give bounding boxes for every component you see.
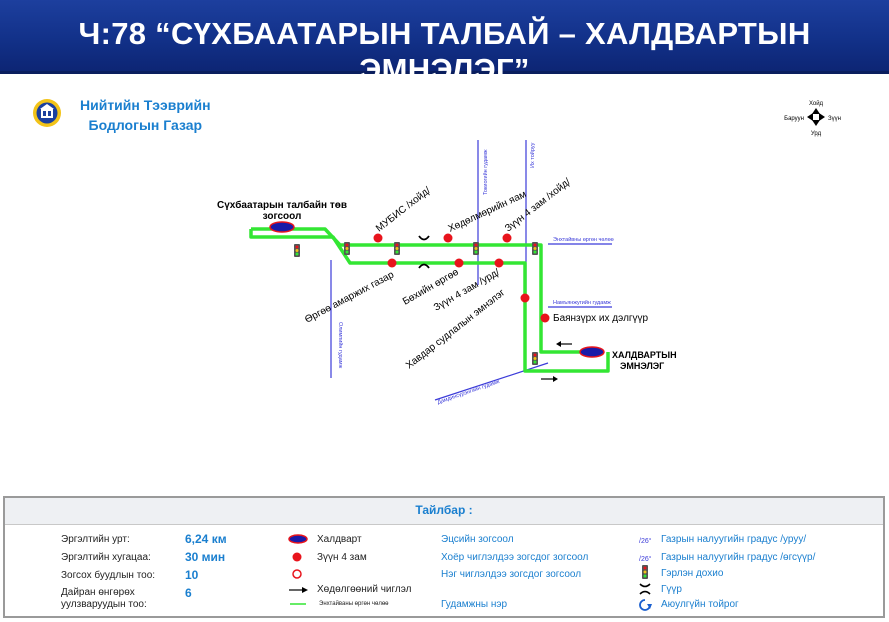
street-line-damdinsuren: [434, 362, 549, 401]
legend-stop-label: Зүүн 4 зам: [317, 552, 367, 563]
stop-label-urgee: Өргөө амаржих газар: [303, 269, 396, 325]
stop-marker-zuun4-north: [502, 233, 512, 243]
route-line-south: [249, 229, 610, 373]
street-label-enkh-taivan: Энхтайвны өргөн чөлөө: [553, 236, 614, 243]
terminal-end-label-line1: ХАЛДВАРТЫН: [612, 350, 677, 360]
direction-arrow-icon: [556, 341, 572, 347]
route-title: Ч:78 “СҮХБААТАРЫН ТАЛБАЙ – ХАЛДВАРТЫН ЭМ…: [78, 16, 811, 87]
stop-marker-bayanzurkh: [540, 313, 550, 323]
bridge-icon: [418, 235, 430, 269]
traffic-light-icon: [294, 244, 300, 257]
street-label-damdinsuren: Дамдинсүрэнгийн гудамж: [436, 378, 500, 406]
stop-marker-mubis: [373, 233, 383, 243]
slope-down-icon: /26°: [639, 555, 651, 563]
terminal-end-icon: [579, 346, 605, 358]
agency-name: Нийтийн Тээврийн Бодлогын Газар: [80, 95, 211, 135]
legend-slope-down-label: Газрын налуугийн градус /өгсүүр/: [661, 552, 816, 563]
terminal-start-label-line2: зогсоол: [263, 211, 302, 222]
legend-one-way-label: Нэг чиглэлдээ зогсдог зогсоол: [441, 569, 582, 580]
traffic-light-icon: [344, 242, 350, 255]
compass-south: Урд: [811, 131, 822, 137]
terminal-start-icon: [269, 221, 295, 233]
street-label-tokyo: Токиогийн гудамж: [482, 149, 489, 195]
legend-end-stop-label: Эцсийн зогсоол: [441, 534, 514, 545]
legend-street-name-label: Гудамжны нэр: [441, 599, 508, 610]
stat-length-value: 6,24 км: [185, 532, 227, 546]
compass-west: Баруун: [784, 116, 804, 122]
stat-intersections-label-line1: Дайран өнгөрөх: [61, 587, 135, 598]
slope-up-icon: /26°: [639, 537, 651, 545]
legend-direction-arrow-icon: [289, 587, 308, 593]
stat-duration-value: 30 мин: [185, 550, 226, 564]
stat-intersections-value: 6: [185, 586, 192, 600]
legend-hollow-stop-icon: [292, 569, 302, 579]
street-label-namyanju: Намъянжугийн гудамж: [553, 299, 611, 306]
terminal-end-label-line2: ЭМНЭЛЭГ: [620, 361, 664, 371]
stat-intersections-label-line2: уулзваруудын тоо:: [61, 599, 147, 610]
direction-arrow-icon: [541, 376, 558, 382]
street-label-ikh-toiruu: Их тойруу: [529, 142, 536, 168]
legend-route-line-icon: [290, 603, 306, 605]
stop-marker-khavdar: [520, 293, 530, 303]
stop-marker-urgee: [387, 258, 397, 268]
legend-terminal-label: Халдварт: [317, 534, 362, 545]
legend-slope-up-label: Газрын налуугийн градус /уруу/: [661, 534, 807, 545]
traffic-light-icon: [473, 242, 479, 255]
stat-length-label: Эргэлтийн урт:: [61, 534, 130, 545]
legend-route-line-label: Энхтайваны өргөн чөлөө: [319, 601, 389, 607]
stat-stops-label: Зогсох буудлын тоо:: [61, 570, 156, 581]
compass-north: Хойд: [809, 100, 824, 107]
traffic-light-icon: [532, 352, 538, 365]
route-map: Хойд Урд Баруун Зүүн: [217, 100, 841, 406]
stop-marker-bekhiin: [454, 258, 464, 268]
legend-traffic-light-icon: [642, 565, 648, 579]
legend-terminal-icon: [288, 534, 308, 544]
legend-safe-turn-label: Аюулгүйн тойрог: [661, 599, 739, 610]
legend-stop-icon: [292, 552, 302, 562]
terminal-start-label-line1: Сүхбаатарын талбайн төв: [217, 199, 347, 211]
svg-text:/26°: /26°: [639, 537, 651, 545]
legend-panel: Тайлбар : Эргэлтийн урт: 6,24 км Эргэлти…: [3, 496, 885, 618]
title-bar: Ч:78 “СҮХБААТАРЫН ТАЛБАЙ – ХАЛДВАРТЫН ЭМ…: [0, 0, 889, 87]
safe-turn-icon: [639, 599, 652, 611]
agency-name-line1: Нийтийн Тээврийн: [80, 97, 211, 113]
stop-marker-hudulmur: [443, 233, 453, 243]
agency-name-line2: Бодлогын Газар: [88, 117, 203, 133]
legend-two-way-label: Хоёр чиглэлдээ зогсдог зогсоол: [441, 552, 589, 563]
legend-direction-label: Хөдөлгөөний чиглэл: [317, 584, 412, 595]
stat-stops-value: 10: [185, 568, 199, 582]
legend-title: Тайлбар :: [415, 503, 473, 517]
legend-bridge-label: Гүүр: [661, 584, 682, 595]
street-label-olimp: Олимпийн гудамж: [337, 322, 344, 369]
stat-duration-label: Эргэлтийн хугацаа:: [61, 552, 151, 563]
legend-header: Тайлбар :: [5, 498, 883, 525]
compass-icon: Хойд Урд Баруун Зүүн: [784, 100, 841, 137]
legend-bridge-icon: [639, 583, 651, 595]
legend-traffic-light-label: Гэрлэн дохио: [661, 568, 724, 579]
route-line-north: [251, 227, 592, 354]
stop-label-mubis: МУБИС /хойд/: [374, 185, 433, 234]
traffic-light-icon: [532, 242, 538, 255]
traffic-light-icon: [394, 242, 400, 255]
svg-text:/26°: /26°: [639, 555, 651, 563]
stop-marker-zuun4-south: [494, 258, 504, 268]
compass-east: Зүүн: [828, 116, 841, 122]
stop-label-bayanzurkh: Баянзүрх их дэлгүүр: [553, 313, 649, 324]
agency-logo-icon: [33, 99, 61, 127]
